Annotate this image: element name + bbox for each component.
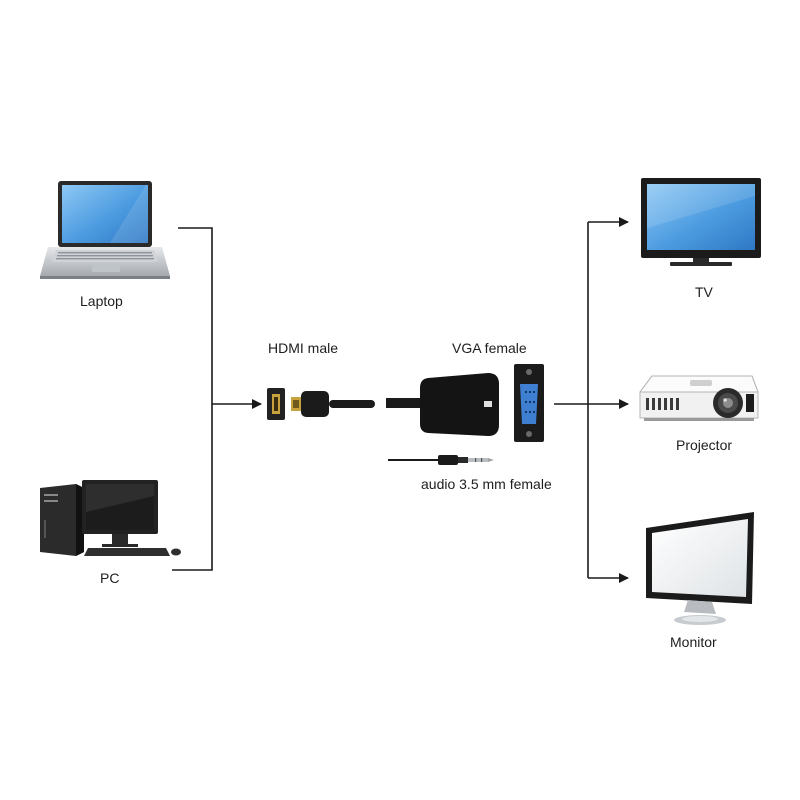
vga-port-icon (514, 364, 544, 442)
hdmi-male-plug-icon (291, 391, 375, 417)
pc-label: PC (100, 570, 120, 586)
hdmi-male-label: HDMI male (268, 340, 339, 356)
laptop-icon (40, 181, 170, 279)
desktop-pc-icon (40, 480, 181, 556)
hdmi-port-icon (267, 388, 285, 420)
vga-adapter-icon (386, 373, 499, 436)
audio-label: audio 3.5 mm female (421, 476, 552, 492)
tv-label: TV (695, 284, 713, 300)
audio-jack-icon (388, 455, 494, 465)
source-connector-lines (172, 227, 262, 571)
projector-icon (639, 375, 759, 421)
tv-icon (641, 178, 761, 266)
vga-female-label: VGA female (452, 340, 527, 356)
projector-label: Projector (676, 437, 733, 453)
output-connector-lines (554, 217, 629, 583)
laptop-label: Laptop (80, 293, 123, 309)
monitor-label: Monitor (670, 634, 717, 650)
monitor-icon (646, 512, 754, 625)
laptop-connector-line (172, 227, 213, 571)
